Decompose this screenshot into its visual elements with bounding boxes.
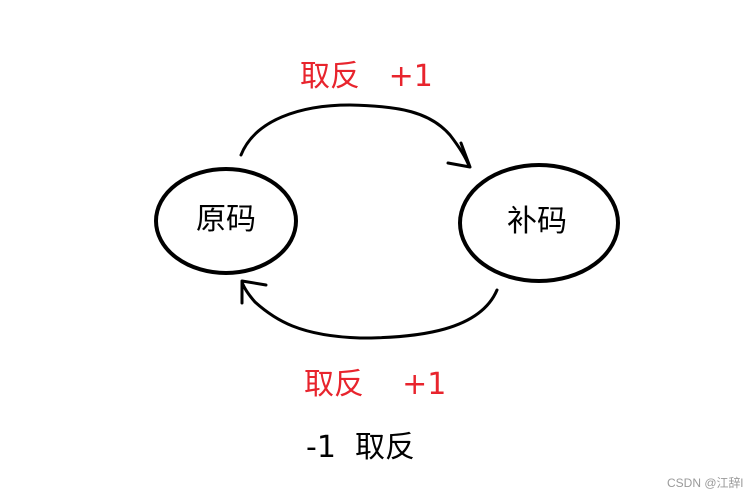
edge-bottom-extra-label: -1 取反 bbox=[306, 430, 415, 465]
edge-top-arrow bbox=[239, 103, 471, 168]
node-yuanma-label: 原码 bbox=[196, 202, 256, 237]
edge-bottom-arrow bbox=[240, 280, 499, 340]
node-buma-ellipse bbox=[458, 163, 620, 283]
edge-bottom-label: 取反 +1 bbox=[304, 367, 447, 402]
node-yuanma-ellipse bbox=[154, 167, 298, 275]
edge-top-label: 取反 +1 bbox=[300, 59, 433, 94]
edge-top-arrowhead bbox=[446, 141, 472, 169]
edge-bottom-arrowhead bbox=[240, 279, 268, 305]
node-buma-label: 补码 bbox=[507, 204, 567, 239]
watermark: CSDN @江辞l bbox=[667, 476, 744, 490]
